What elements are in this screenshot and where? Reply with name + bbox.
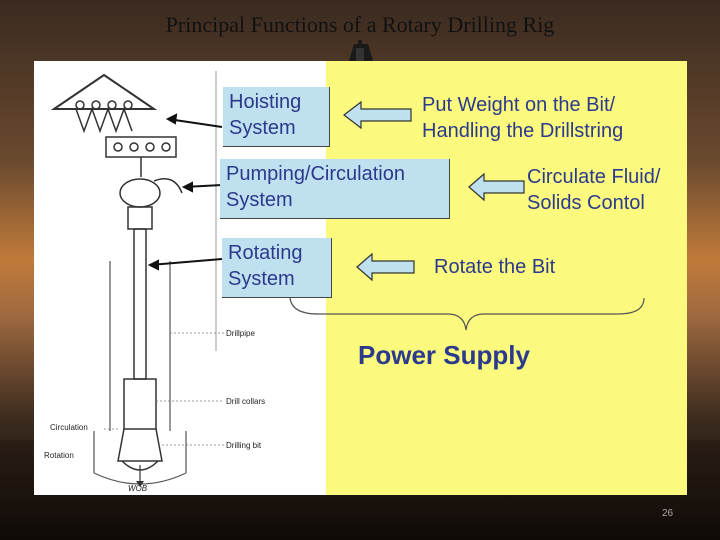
- pumping-system-box: Pumping/Circulation System: [220, 159, 450, 219]
- grouping-brace: [289, 297, 645, 331]
- hoisting-system-box: Hoisting System: [223, 87, 330, 147]
- hoisting-function-line-1: Put Weight on the Bit/: [422, 94, 616, 116]
- rotating-function: Rotate the Bit: [434, 254, 555, 280]
- label-drillpipe: Drillpipe: [226, 329, 255, 338]
- rig-diagram: Drillpipe Drill collars Drilling bit Cir…: [44, 71, 265, 493]
- pumping-line-2: System: [226, 189, 293, 211]
- label-circulation: Circulation: [50, 423, 88, 432]
- rotating-line-1: Rotating: [228, 242, 303, 264]
- hoisting-function: Put Weight on the Bit/ Handling the Dril…: [422, 92, 623, 144]
- rotating-function-line-1: Rotate the Bit: [434, 256, 556, 278]
- slide-number: 26: [662, 508, 674, 519]
- pumping-function-line-2: Solids Contol: [527, 192, 645, 214]
- rotating-line-2: System: [228, 268, 295, 290]
- rotating-system-box: Rotating System: [222, 238, 332, 298]
- pumping-function: Circulate Fluid/ Solids Contol: [527, 164, 660, 216]
- label-drilling-bit: Drilling bit: [226, 441, 262, 450]
- hoisting-function-line-2: Handling the Drillstring: [422, 120, 624, 142]
- hoisting-line-1: Hoisting: [229, 91, 302, 113]
- label-drill-collars: Drill collars: [226, 397, 265, 406]
- hoisting-arrow-icon: [343, 100, 412, 130]
- hoisting-line-2: System: [229, 117, 296, 139]
- slide-title: Principal Functions of a Rotary Drilling…: [165, 12, 555, 37]
- rig-silhouette-icon: [348, 40, 374, 64]
- pumping-function-line-1: Circulate Fluid/: [527, 166, 661, 188]
- label-wob: WOB: [128, 484, 148, 493]
- label-rotation: Rotation: [44, 451, 74, 460]
- rotating-arrow-icon: [356, 252, 415, 282]
- pumping-line-1: Pumping/Circulation: [226, 163, 405, 185]
- power-supply-label: Power Supply: [358, 340, 530, 370]
- pumping-arrow-icon: [468, 172, 525, 202]
